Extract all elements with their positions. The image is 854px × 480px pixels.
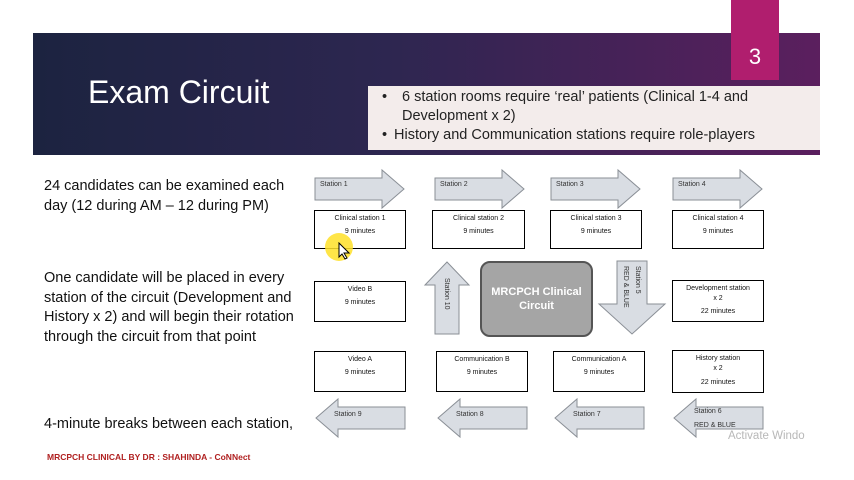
- station-8-label: Station 8: [456, 411, 484, 418]
- station-5-arrow: [597, 260, 667, 341]
- station-10-label: Station 10: [443, 278, 450, 310]
- video-b-box: Video B 9 minutes: [314, 281, 406, 322]
- station-5-sub-label: RED & BLUE: [622, 266, 629, 308]
- station-6-arrow: Station 6 RED & BLUE: [672, 397, 764, 444]
- clinical-station-3-box: Clinical station 3 9 minutes: [550, 210, 642, 249]
- bullet-real-patients: 6 station rooms require ‘real’ patients …: [376, 88, 812, 126]
- activate-windows-watermark: Activate Windo: [728, 430, 805, 442]
- station-3-arrow: Station 3: [550, 168, 642, 215]
- station-4-label: Station 4: [678, 181, 706, 188]
- paragraph-candidates: 24 candidates can be examined each day (…: [44, 178, 285, 214]
- clinical-station-4-box: Clinical station 4 9 minutes: [672, 210, 764, 249]
- station-1-label: Station 1: [320, 181, 348, 188]
- bullet-role-players: History and Communication stations requi…: [376, 126, 812, 145]
- station-2-label: Station 2: [440, 181, 468, 188]
- station-3-label: Station 3: [556, 181, 584, 188]
- development-station-box: Development station x 2 22 minutes: [672, 280, 764, 322]
- page-number-tab: [731, 0, 779, 80]
- paragraph-rotation: One candidate will be placed in every st…: [44, 270, 294, 345]
- requirements-note: 6 station rooms require ‘real’ patients …: [368, 86, 820, 150]
- station-7-arrow: Station 7: [553, 397, 645, 444]
- station-9-label: Station 9: [334, 411, 362, 418]
- communication-b-box: Communication B 9 minutes: [436, 351, 528, 392]
- station-1-arrow: Station 1: [314, 168, 406, 215]
- station-8-arrow: Station 8: [436, 397, 528, 444]
- station-2-arrow: Station 2: [434, 168, 526, 215]
- clinical-station-2-box: Clinical station 2 9 minutes: [432, 210, 525, 249]
- slide-title: Exam Circuit: [88, 74, 270, 110]
- station-10-arrow: [422, 260, 472, 341]
- station-6-label: Station 6: [694, 408, 722, 415]
- paragraph-breaks: 4-minute breaks between each station,: [44, 416, 294, 432]
- video-a-box: Video A 9 minutes: [314, 351, 406, 392]
- circuit-center-box: MRCPCH Clinical Circuit: [480, 261, 593, 337]
- station-6-sub-label: RED & BLUE: [694, 422, 736, 429]
- station-7-label: Station 7: [573, 411, 601, 418]
- footer-credit: MRCPCH CLINICAL BY DR : SHAHINDA - CoNNe…: [47, 452, 251, 462]
- history-station-box: History station x 2 22 minutes: [672, 350, 764, 393]
- communication-a-box: Communication A 9 minutes: [553, 351, 645, 392]
- station-9-arrow: Station 9: [314, 397, 406, 444]
- station-4-arrow: Station 4: [672, 168, 764, 215]
- station-5-label: Station 5: [634, 266, 641, 294]
- mouse-pointer-icon: [338, 241, 351, 265]
- page-number: 3: [748, 44, 762, 69]
